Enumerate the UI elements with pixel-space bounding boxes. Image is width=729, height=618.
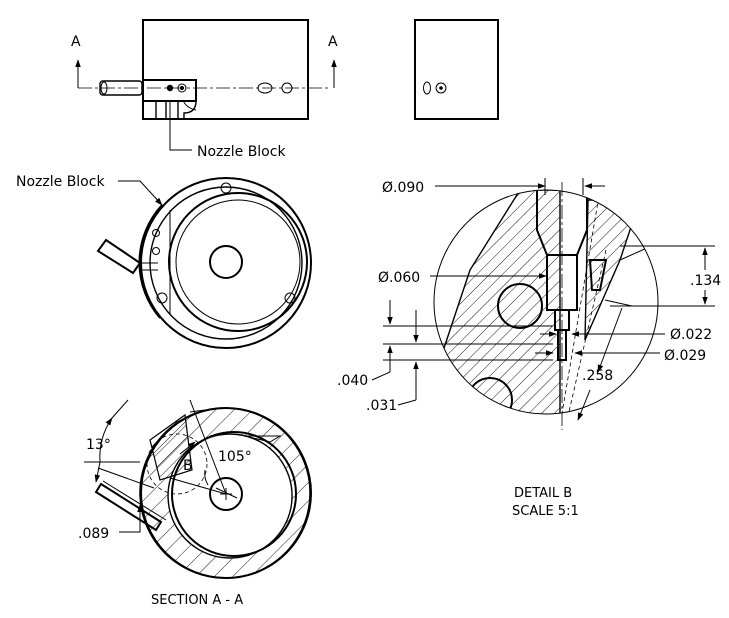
dim-dia-022: Ø.022 [670, 327, 712, 343]
detail-hole-upper [497, 283, 543, 329]
dim-040: .040 [337, 373, 368, 389]
nozzle-block-arc [138, 204, 163, 319]
nozzle-block-callout-front: Nozzle Block [16, 174, 105, 190]
front-view: Nozzle Block [16, 174, 312, 349]
detail-hatched-body [439, 190, 561, 414]
detail-b-marker [146, 433, 208, 495]
block-outline [142, 19, 309, 120]
detail-caption-title: DETAIL B [514, 486, 572, 501]
center-hole [209, 245, 243, 279]
section-center-hole [209, 477, 243, 511]
detail-caption-scale: SCALE 5:1 [512, 504, 579, 519]
dim-258: .258 [582, 368, 613, 384]
dim-031: .031 [366, 398, 397, 414]
nozzle-block-callout-top: Nozzle Block [197, 144, 286, 160]
angle-105: 105° [218, 449, 252, 465]
section-marker-left: A [71, 34, 81, 50]
top-view-left: A A Nozzle Block [71, 19, 338, 160]
side-view-right [414, 19, 499, 120]
section-marker-right: A [328, 34, 338, 50]
dim-dia-029: Ø.029 [664, 348, 706, 364]
dim-dia-060: Ø.060 [378, 270, 420, 286]
dim-134: .134 [690, 273, 721, 289]
angle-13: 13° [86, 437, 111, 453]
section-caption: SECTION A - A [151, 593, 243, 608]
nozzle-tube-front [96, 238, 142, 275]
side-block-outline [414, 19, 499, 120]
detail-ref-b: B [183, 458, 193, 474]
dim-dia-090: Ø.090 [382, 180, 424, 196]
detail-b-view: Ø.090 Ø.060 .134 Ø.022 Ø.029 .258 . [337, 178, 721, 519]
dim-089: .089 [78, 526, 109, 542]
section-view: B 105° 13° .089 SECTION A - A [78, 399, 312, 608]
